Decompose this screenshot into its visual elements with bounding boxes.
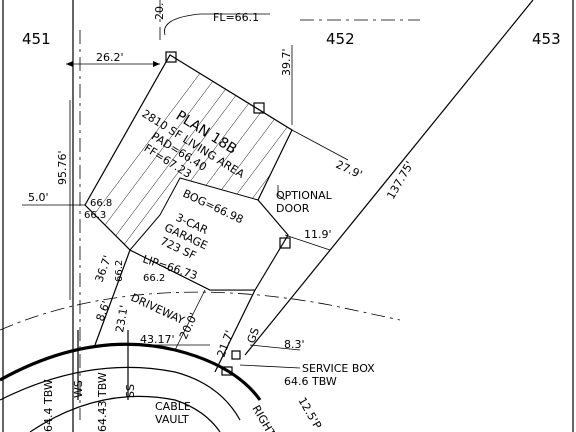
service-box-label: SERVICE BOX xyxy=(302,362,375,375)
cable-label: CABLE xyxy=(155,400,191,413)
elev-66-2-b: 66.2 xyxy=(143,273,165,284)
bumpout-3 xyxy=(279,237,291,249)
elev-66-3: 66.3 xyxy=(84,210,106,221)
street-edge xyxy=(29,395,221,432)
dim-27-9-line xyxy=(291,129,349,161)
dim-11-9: 11.9' xyxy=(304,228,332,241)
service-box-leader xyxy=(239,364,301,369)
driveway-label: DRIVEWAY xyxy=(129,291,187,327)
tbw-64-6-label: 64.6 TBW xyxy=(284,375,337,388)
setback-line-front xyxy=(0,291,401,331)
curb-line-inner xyxy=(0,366,241,421)
property-line-east xyxy=(244,0,534,356)
bumpout-2 xyxy=(253,102,265,114)
elev-66-2-a: 66.2 xyxy=(114,260,125,282)
vault-label: VAULT xyxy=(155,413,189,426)
driveway-edge-right xyxy=(214,289,256,373)
optional-door-leader xyxy=(277,185,286,201)
dim-23-1: 23.1' xyxy=(113,304,131,333)
right-label: RIGHT xyxy=(249,403,278,432)
tbw-64-4-label: 64.4 TBW xyxy=(42,379,55,432)
lot-452-label: 452 xyxy=(326,30,355,48)
gs-label: GS xyxy=(245,326,263,345)
driveway-edge-left xyxy=(94,249,131,346)
dim-26-2: 26.2' xyxy=(96,51,124,64)
fl-leader xyxy=(164,13,270,36)
lot-453-label: 453 xyxy=(532,30,561,48)
dim-11-9-line xyxy=(284,234,331,251)
dim-95-76: 95.76' xyxy=(56,150,69,185)
elev-66-8: 66.8 xyxy=(90,198,112,209)
ss-label: SS xyxy=(124,384,137,398)
dim-8-3: 8.3' xyxy=(284,338,305,351)
fl-elevation: FL=66.1 xyxy=(213,11,259,24)
garage-footprint xyxy=(129,177,289,291)
dim-20-top: 20. xyxy=(153,3,166,21)
dim-8-3-line xyxy=(249,344,301,351)
cable-vault xyxy=(221,366,233,376)
dim-21-7: 21.7' xyxy=(215,329,237,359)
ws-label: WS xyxy=(72,380,85,398)
dim-43-17: 43.17' xyxy=(140,333,175,346)
dim-5-0: 5.0' xyxy=(28,191,49,204)
driveway-center xyxy=(174,289,206,351)
dim-arrow xyxy=(153,61,160,67)
tbw-64-43-label: 64.43 TBW xyxy=(96,372,109,432)
lot-451-label: 451 xyxy=(22,30,51,48)
dim-137-75: 137.75' xyxy=(384,159,416,201)
dim-39-7: 39.7' xyxy=(280,48,293,76)
dim-8-6: 8.6' xyxy=(94,299,113,323)
dim-36-7: 36.7' xyxy=(93,254,115,284)
bumpout-1 xyxy=(165,51,177,63)
dim-27-9: 27.9' xyxy=(334,158,364,181)
dim-arrow xyxy=(66,61,73,67)
service-box xyxy=(231,350,241,360)
curb-line xyxy=(0,342,262,401)
door-label: DOOR xyxy=(276,202,310,215)
optional-label: OPTIONAL xyxy=(276,189,333,202)
